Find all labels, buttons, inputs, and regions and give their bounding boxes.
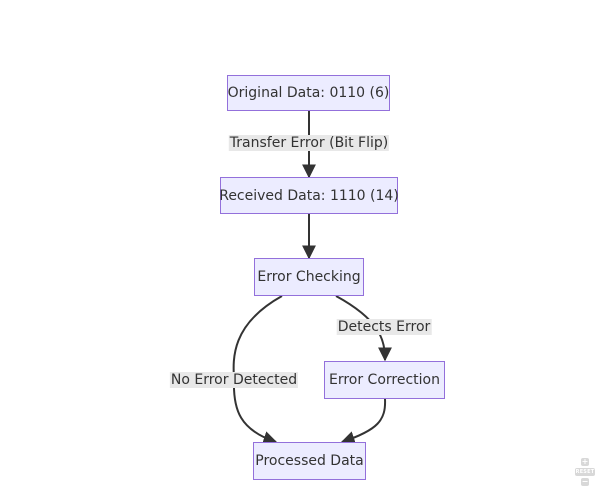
node-processed-data-label: Processed Data — [255, 453, 364, 469]
reset-view-button[interactable]: RESET — [575, 468, 595, 476]
node-received-data-label: Received Data: 1110 (14) — [219, 187, 399, 204]
node-error-correction: Error Correction — [324, 361, 445, 399]
zoom-out-button[interactable]: − — [581, 477, 589, 486]
node-error-checking-label: Error Checking — [257, 269, 361, 285]
node-original-data: Original Data: 0110 (6) — [227, 75, 390, 111]
node-processed-data: Processed Data — [253, 442, 366, 480]
edge-checking-to-processed — [232, 295, 283, 445]
node-error-checking: Error Checking — [254, 258, 364, 296]
edge-correction-to-processed — [340, 398, 387, 445]
edge-label-transfer-error: Transfer Error (Bit Flip) — [228, 135, 390, 151]
node-original-data-label: Original Data: 0110 (6) — [227, 85, 390, 101]
zoom-controls: + RESET − — [575, 458, 595, 488]
edge-label-detects-error: Detects Error — [336, 319, 432, 335]
edge-label-no-error-detected: No Error Detected — [169, 372, 299, 388]
node-received-data: Received Data: 1110 (14) — [219, 177, 399, 214]
node-error-correction-label: Error Correction — [328, 372, 440, 388]
zoom-in-button[interactable]: + — [581, 457, 589, 466]
